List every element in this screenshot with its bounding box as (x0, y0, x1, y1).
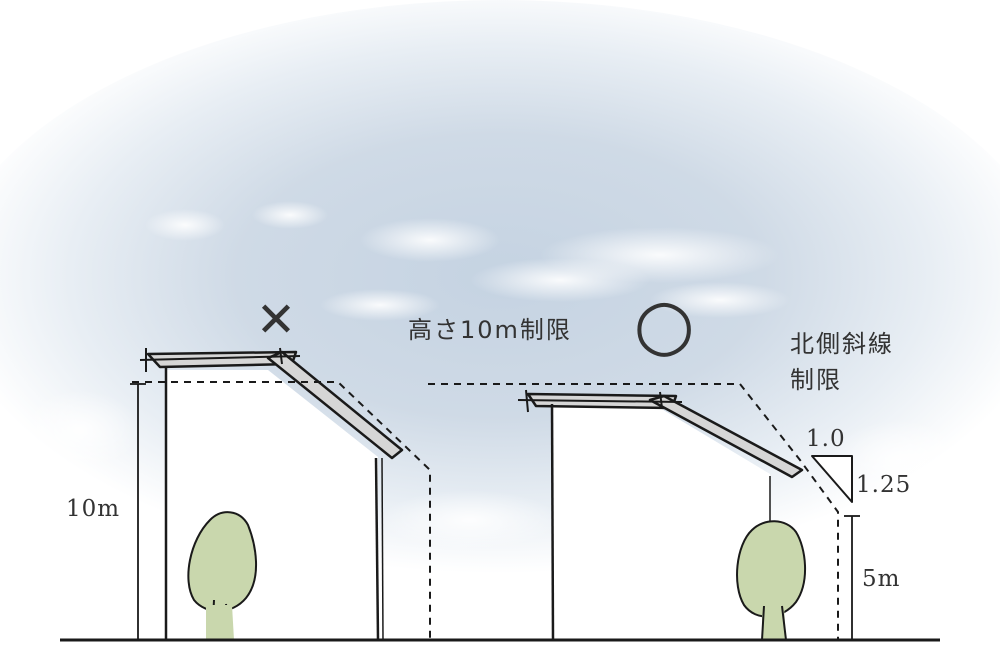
right-house-wall (552, 402, 770, 640)
slope-run-label: 1.0 (806, 426, 846, 452)
north-slant-label-line1: 北側斜線 (790, 330, 894, 358)
height-limit-label: 高さ10m制限 (408, 316, 572, 344)
tree-icon (736, 520, 807, 641)
ng-mark: ✕ (256, 292, 296, 348)
slope-rise-label: 1.25 (856, 472, 911, 498)
height-5m-dimension (844, 515, 860, 640)
slope-ratio-triangle (811, 455, 853, 503)
left-height-envelope (132, 381, 431, 640)
height-5m-label: 5m (862, 566, 900, 592)
north-slant-label-line2: 制限 (790, 366, 842, 394)
right-house (428, 383, 860, 641)
height-10m-label: 10m (66, 496, 120, 522)
right-regulation-envelope (428, 383, 839, 640)
ok-mark: ○ (633, 283, 694, 365)
tree-icon (187, 511, 258, 641)
left-house (130, 347, 431, 641)
height-10m-dimension (130, 383, 146, 640)
